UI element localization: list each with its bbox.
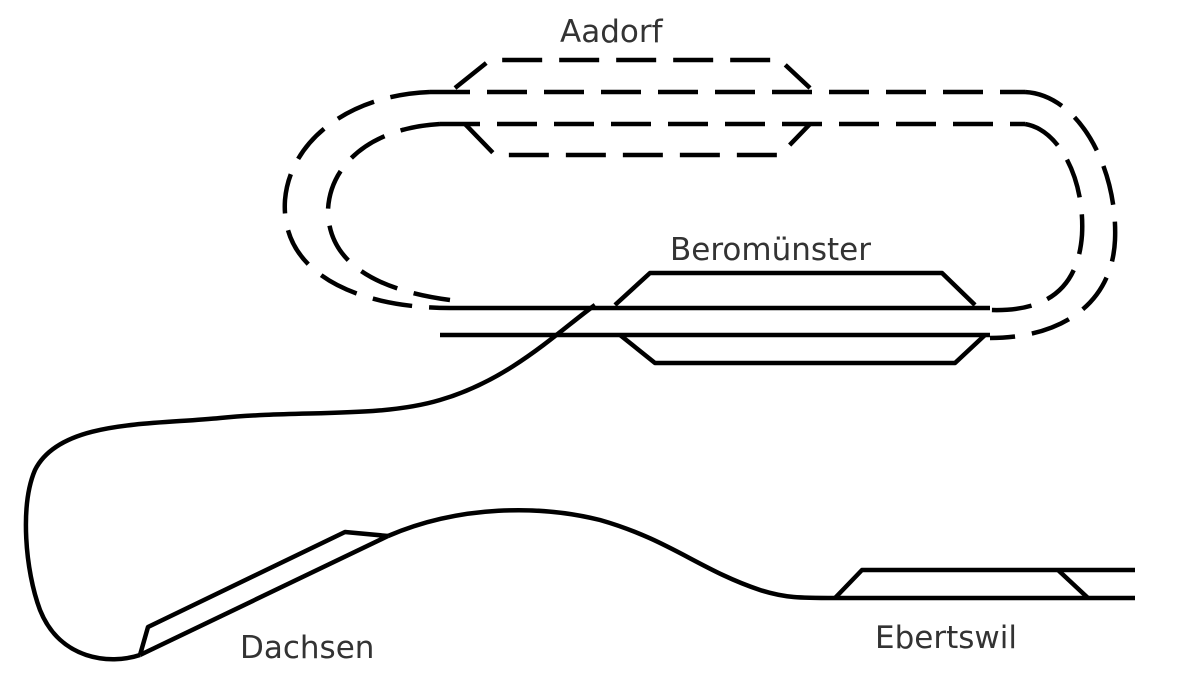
dachsen-station: [137, 529, 389, 658]
dachsen-siding: [137, 529, 389, 656]
beromunster-station: [440, 270, 990, 366]
loop-outer-right: [989, 89, 1118, 341]
beromunster-siding-top: [613, 270, 977, 307]
ebertswil-crossover: [1056, 568, 1090, 600]
dachsen-label: Dachsen: [240, 630, 374, 666]
aadorf-siding-top: [453, 57, 812, 90]
dachsen-main-track: [139, 533, 389, 658]
aadorf-siding-bottom: [463, 122, 812, 158]
loop-outer-left: [282, 89, 451, 311]
lower-connecting-track: [387, 507, 836, 601]
beromunster-siding-bottom: [618, 333, 987, 366]
descending-ramp-track: [23, 303, 597, 662]
ebertswil-siding: [833, 567, 1135, 600]
loop-inner-right: [989, 121, 1085, 313]
aadorf-label: Aadorf: [560, 14, 664, 50]
loop-inner-left: [325, 121, 451, 303]
beromunster-label: Beromünster: [670, 232, 871, 268]
ebertswil-label: Ebertswil: [875, 620, 1017, 656]
aadorf-level: [282, 57, 1118, 341]
ebertswil-station: [833, 567, 1135, 601]
